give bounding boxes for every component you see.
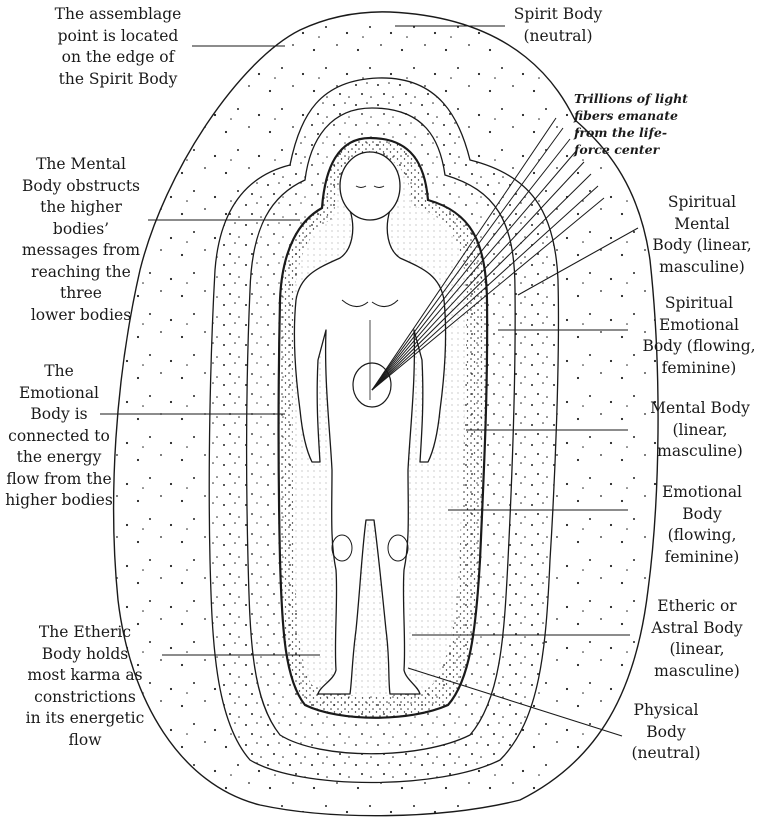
light-fibers-label: Trillions of light fibers emanate from t… (574, 91, 688, 157)
light-fibers (371, 117, 605, 391)
spiritual-mental-body-label: Spiritual Mental Body (linear, masculine… (652, 193, 752, 276)
mental-body-obstructs-label: The Mental Body obstructs the higher bod… (21, 155, 141, 324)
spirit-body-label: Spirit Body (neutral) (513, 5, 603, 45)
spiritual-emotional-body-label: Spiritual Emotional Body (flowing, femin… (642, 294, 756, 377)
life-force-center (352, 362, 392, 408)
physical-body-label: Physical Body (neutral) (631, 701, 701, 762)
emotional-body-label: Emotional Body (flowing, feminine) (661, 483, 743, 566)
physical-body-figure (293, 151, 447, 695)
etheric-body-holds-label: The Etheric Body holds most karma as con… (25, 623, 145, 749)
mental-body-label: Mental Body (linear, masculine) (650, 399, 750, 460)
assemblage-point-label: The assemblage point is located on the e… (54, 5, 182, 88)
etheric-astral-body-label: Etheric or Astral Body (linear, masculin… (651, 597, 743, 680)
leader-lines (100, 25, 639, 737)
emotional-body-connected-label: The Emotional Body is connected to the e… (5, 362, 113, 509)
